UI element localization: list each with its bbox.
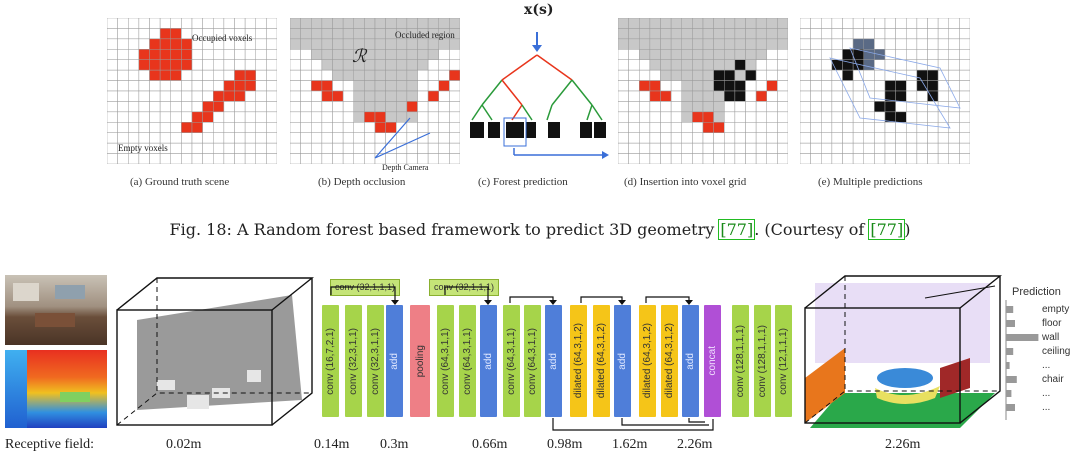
layer-green-1: conv (32,3,1,1) [345, 305, 362, 417]
layer-yellow-15: dilated (64,3,1,2) [661, 305, 678, 417]
prediction-class-label: ... [1042, 388, 1051, 399]
caption-text: Fig. 18: A Random forest based framework… [169, 220, 720, 239]
layer-label: add [617, 352, 628, 370]
caption-b: (b) Depth occlusion [318, 176, 406, 188]
prediction-bar [1006, 306, 1014, 313]
layer-label: conv (64,3,1,1) [440, 327, 451, 395]
panel-a-grid [107, 18, 277, 164]
layer-label: pooling [414, 344, 426, 378]
rf-value: 0.98m [547, 437, 583, 452]
rgb-image [5, 275, 107, 345]
prediction-bar [1006, 362, 1010, 369]
rf-value: 0.02m [166, 437, 202, 452]
prediction-class-label: ... [1042, 360, 1051, 371]
layer-green-20: conv (12,1,1,1) [775, 305, 792, 417]
prediction-class-label: chair [1042, 374, 1064, 385]
layer-label: conv (128,1,1,1) [757, 324, 768, 398]
layer-yellow-11: dilated (64,3,1,2) [570, 305, 587, 417]
layer-green-19: conv (128,1,1,1) [754, 305, 771, 417]
layer-label: conv (16,7,2,1) [325, 327, 336, 395]
layer-green-18: conv (128,1,1,1) [732, 305, 749, 417]
layer-label: add [483, 352, 494, 370]
rf-value: 2.26m [677, 437, 713, 452]
layer-green-9: conv (64,3,1,1) [524, 305, 541, 417]
layer-blue-16: add [682, 305, 699, 417]
layer-blue-10: add [545, 305, 562, 417]
depth-camera-label: Depth Camera [382, 163, 429, 172]
prediction-class-label: ... [1042, 402, 1051, 413]
layer-yellow-14: dilated (64,3,1,2) [639, 305, 656, 417]
output-voxel-cube [804, 275, 1002, 428]
region-symbol: ℛ [352, 46, 367, 67]
prediction-bar [1006, 348, 1014, 355]
layer-label: conv (32,3,1,1) [348, 327, 359, 395]
caption-text-end: ) [904, 220, 911, 239]
citation-link[interactable]: [77] [718, 219, 756, 240]
layer-label: concat [707, 346, 718, 376]
layer-label: conv (64,3,1,1) [506, 327, 517, 395]
prediction-class-label: floor [1042, 318, 1062, 329]
rf-value: 1.62m [612, 437, 648, 452]
prediction-bar [1006, 320, 1015, 327]
caption-text-mid: . (Courtesy of [754, 220, 870, 239]
occupied-voxels-label: Occupied voxels [192, 33, 253, 43]
panel-c-forest [470, 32, 609, 159]
layer-label: conv (32,3,1,1) [370, 327, 381, 395]
layer-green-5: conv (64,3,1,1) [437, 305, 454, 417]
panel-b-grid [290, 18, 460, 164]
layer-purple-17: concat [704, 305, 721, 417]
layer-label: add [389, 352, 400, 370]
input-xs-label: x(s) [524, 2, 554, 18]
layer-label: dilated (64,3,1,2) [642, 323, 653, 399]
layer-label: conv (64,3,1,1) [527, 327, 538, 395]
empty-voxels-label: Empty voxels [118, 143, 168, 153]
layer-label: add [548, 352, 559, 370]
prediction-bar [1006, 404, 1015, 411]
connection-arrows [330, 286, 717, 431]
layer-green-8: conv (64,3,1,1) [503, 305, 520, 417]
prediction-bar [1006, 334, 1039, 341]
layer-blue-13: add [614, 305, 631, 417]
layer-label: conv (64,3,1,1) [462, 327, 473, 395]
top-figure: Occupied voxels Empty voxels Occluded re… [0, 0, 1080, 240]
rf-value: 2.26m [885, 437, 921, 452]
prediction-title: Prediction [1012, 286, 1061, 298]
layer-label: dilated (64,3,1,2) [573, 323, 584, 399]
layer-label: add [685, 352, 696, 370]
layer-green-2: conv (32,3,1,1) [367, 305, 384, 417]
prediction-class-label: empty [1042, 304, 1070, 315]
receptive-field-title: Receptive field: [5, 437, 95, 452]
rf-value: 0.14m [314, 437, 350, 452]
input-voxel-cube [116, 277, 314, 426]
layer-green-6: conv (64,3,1,1) [459, 305, 476, 417]
depth-image [5, 350, 107, 428]
panel-e-grid [800, 18, 970, 164]
caption-e: (e) Multiple predictions [818, 176, 923, 188]
layer-pink-4: pooling [410, 305, 430, 417]
layer-label: dilated (64,3,1,2) [596, 323, 607, 399]
prediction-bar [1006, 390, 1012, 397]
prediction-bars [1005, 300, 1039, 420]
layer-blue-7: add [480, 305, 497, 417]
caption-c: (c) Forest prediction [478, 176, 568, 188]
citation-link[interactable]: [77] [868, 219, 906, 240]
figure-caption: Fig. 18: A Random forest based framework… [0, 219, 1080, 240]
prediction-class-label: ceiling [1042, 346, 1071, 357]
layer-label: dilated (64,3,1,2) [664, 323, 675, 399]
rf-value: 0.3m [380, 437, 409, 452]
layer-label: conv (12,1,1,1) [778, 327, 789, 395]
layer-blue-3: add [386, 305, 403, 417]
layer-yellow-12: dilated (64,3,1,2) [593, 305, 610, 417]
panel-d-grid [618, 18, 788, 164]
layer-green-0: conv (16,7,2,1) [322, 305, 339, 417]
layer-label: conv (128,1,1,1) [735, 324, 746, 398]
caption-a: (a) Ground truth scene [130, 176, 230, 188]
occluded-region-label: Occluded region [395, 30, 455, 40]
rf-value: 0.66m [472, 437, 508, 452]
prediction-class-label: wall [1042, 332, 1060, 343]
caption-d: (d) Insertion into voxel grid [624, 176, 747, 188]
prediction-bar [1006, 376, 1017, 383]
